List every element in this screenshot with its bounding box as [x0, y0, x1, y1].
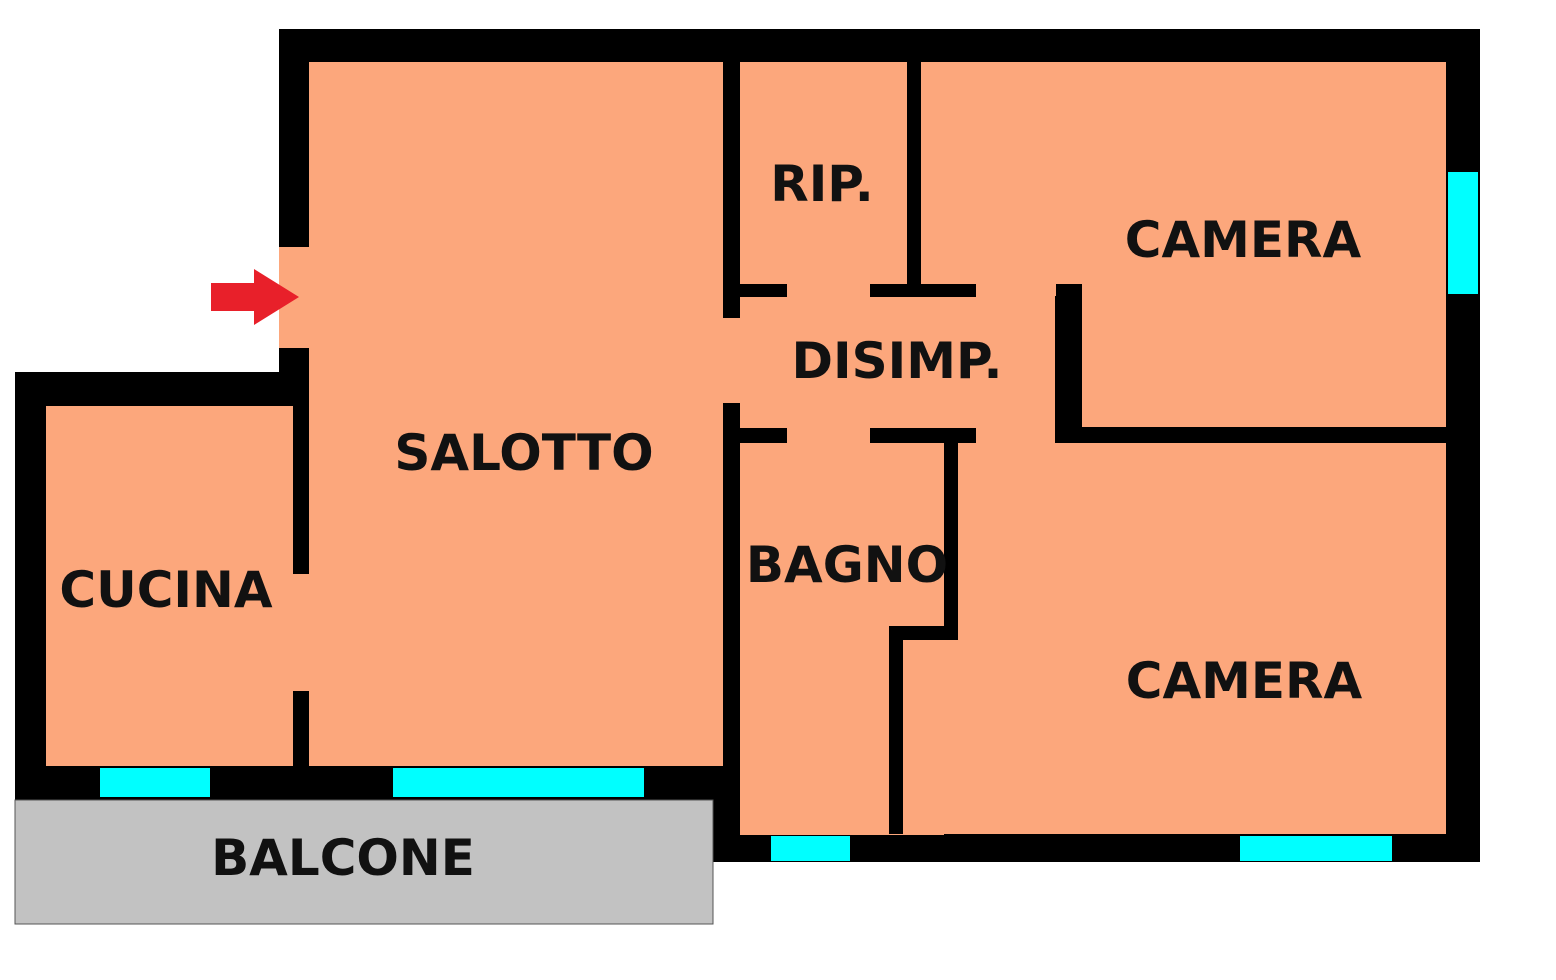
bagno-right-wall-upper	[944, 443, 958, 640]
disimp-bottom-wall-right	[870, 428, 976, 443]
ripostiglio-floor	[740, 62, 907, 284]
balcone-area	[14, 799, 714, 925]
cucina-label: CUCINA	[59, 561, 272, 619]
salotto-label: SALOTTO	[394, 424, 653, 482]
rip-camera-wall	[907, 62, 921, 284]
bagno-step-wall	[889, 626, 958, 640]
windows	[100, 172, 1478, 861]
camera-separator-wall	[1056, 427, 1446, 443]
salotto-right-wall-top	[723, 62, 740, 318]
salotto-disimpegno-opening	[718, 318, 744, 403]
salotto-floor	[309, 62, 723, 766]
window-camera-bottom	[1240, 836, 1392, 861]
window-camera-top	[1448, 172, 1478, 294]
interior-walls	[723, 62, 1446, 835]
window-cucina	[100, 768, 210, 797]
disimp-top-wall-right	[870, 284, 976, 297]
disimpegno-label: DISIMP.	[792, 332, 1003, 390]
camera-top-left-wall	[1069, 284, 1082, 427]
cucina-salotto-opening	[292, 574, 312, 691]
camera-bottom-floor-left	[903, 640, 963, 834]
balcone-label: BALCONE	[211, 829, 475, 887]
bagno-label: BAGNO	[746, 536, 948, 594]
room-labels: SALOTTO CUCINA RIP. DISIMP. CAMERA CAMER…	[59, 155, 1362, 887]
camera-top-floor	[921, 62, 1446, 284]
room-floors	[46, 62, 1446, 835]
camera-bottom-label: CAMERA	[1126, 652, 1363, 710]
window-salotto	[393, 768, 644, 797]
camera-bottom-floor	[958, 443, 1446, 834]
cucina-floor	[46, 406, 293, 766]
bagno-right-wall-lower	[889, 626, 903, 834]
window-bagno	[771, 836, 850, 861]
camera-top-floor-lower	[1082, 280, 1446, 427]
disimp-top-wall-left	[740, 284, 787, 297]
ripostiglio-label: RIP.	[770, 155, 874, 213]
camera-top-label: CAMERA	[1125, 211, 1362, 269]
disimpegno-floor	[740, 284, 1055, 445]
disimp-bottom-wall-left	[740, 428, 787, 443]
arrow-right-icon	[211, 269, 299, 325]
salotto-right-wall-bottom	[723, 403, 740, 835]
